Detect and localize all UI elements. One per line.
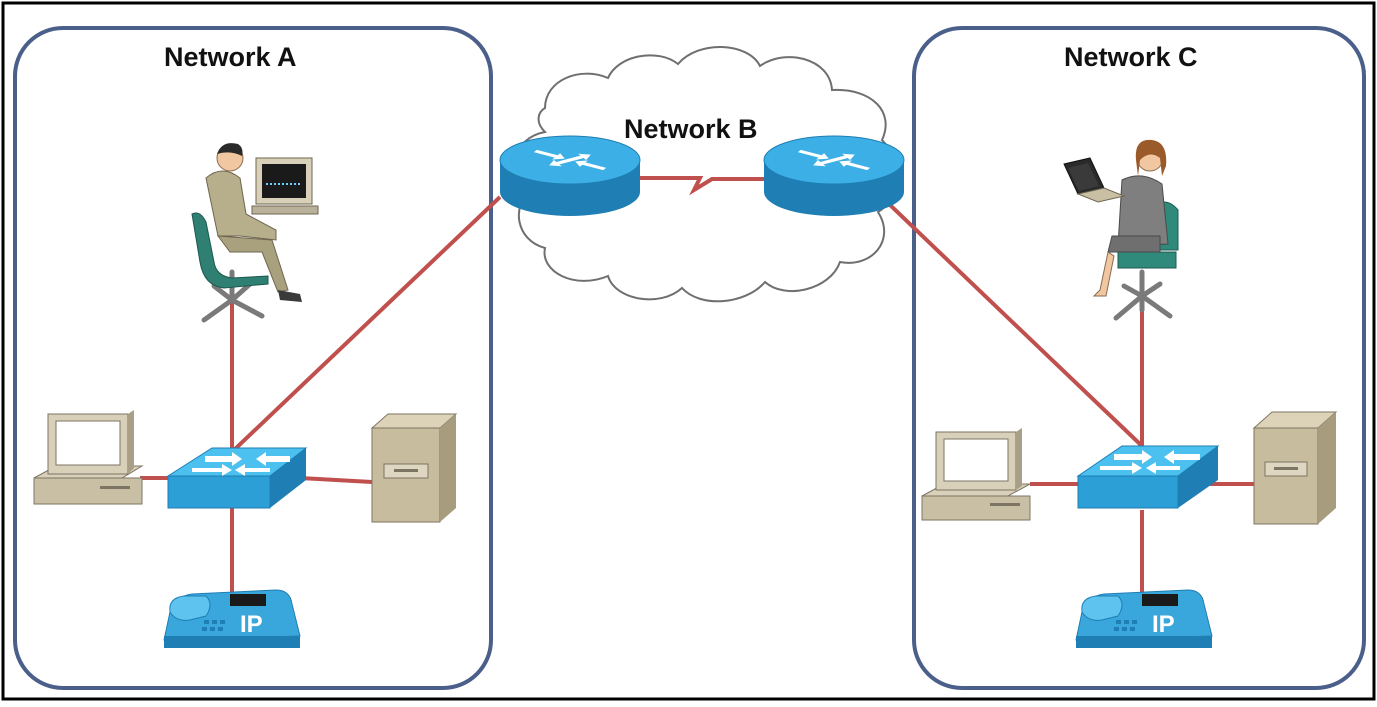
network-a-box <box>13 26 493 690</box>
switch-network-a-icon <box>166 447 308 509</box>
network-b-label: Network B <box>624 114 758 144</box>
switch-network-c-icon <box>1076 445 1220 509</box>
server-network-c-icon <box>1252 411 1338 525</box>
user-laptop-network-c-icon <box>1063 139 1179 321</box>
ip-phone-c-label: IP <box>1152 611 1175 638</box>
link-router-router <box>638 176 768 196</box>
router-right-icon <box>763 135 905 216</box>
server-network-a-icon <box>370 413 458 523</box>
router-left-icon <box>499 135 641 216</box>
network-c-label: Network C <box>1064 42 1198 72</box>
network-a-label: Network A <box>164 42 297 72</box>
pc-network-a-icon <box>33 410 144 505</box>
user-workstation-network-a-icon <box>191 143 319 323</box>
link-switch-a-server-a <box>299 476 373 484</box>
link-router-right-switch-c <box>888 203 1144 448</box>
pc-network-c-icon <box>921 428 1031 521</box>
network-b-cloud <box>514 46 897 303</box>
ip-phone-network-c-icon: IP <box>1075 589 1213 648</box>
link-switch-a-router-left <box>232 195 502 452</box>
network-c-box <box>912 26 1366 690</box>
ip-phone-a-label: IP <box>240 611 263 638</box>
links <box>140 176 1254 592</box>
ip-phone-network-a-icon: IP <box>163 589 301 648</box>
